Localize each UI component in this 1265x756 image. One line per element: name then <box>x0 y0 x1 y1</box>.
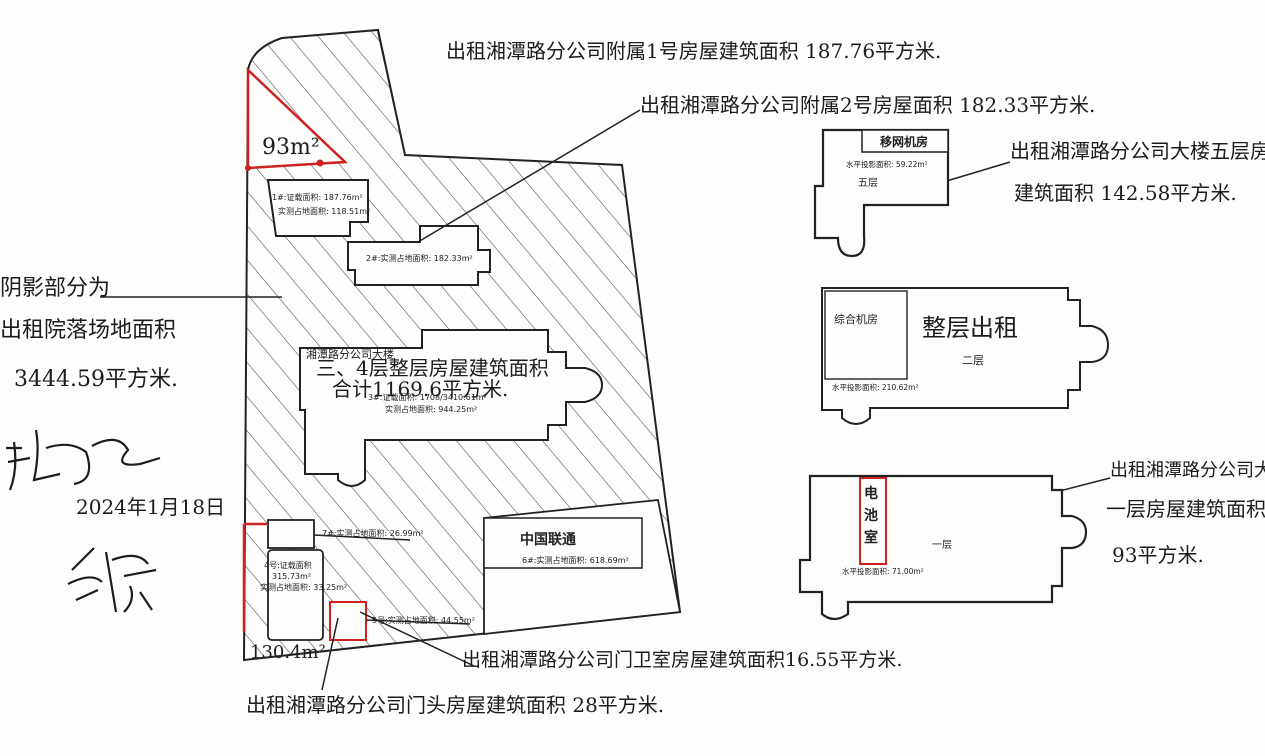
annotation-right-bottom-2: 一层房屋建筑面积 <box>1106 497 1265 521</box>
hatch-note: 阴影部分为 出租院落场地面积 3444.59平方米. <box>0 276 178 392</box>
floor-1-battery-room <box>859 477 887 565</box>
annotation-right-bottom-3: 93平方米. <box>1112 543 1204 567</box>
annotation-right-bottom-1: 出租湘潭路分公司大楼 <box>1110 460 1265 481</box>
floor-1-proj: 水平投影面积: 71.00m² <box>842 566 924 576</box>
annotation-right-top-2: 建筑面积 142.58平方米. <box>1014 181 1237 205</box>
building-4: 4号:证载面积 315.73m² 实测占地面积: 33.25m² 130.4m² <box>242 522 347 663</box>
signature-1 <box>6 429 161 491</box>
floor-5-outline <box>813 128 950 258</box>
center-annotation-3: 合计1169.6平方米. <box>332 377 508 401</box>
annotation-top1: 出租湘潭路分公司附属1号房屋建筑面积 187.76平方米. <box>446 39 941 63</box>
floor-1-room-l3: 室 <box>864 529 878 546</box>
signature-date: 2024年1月18日 <box>76 495 225 519</box>
floor-5-room-label: 移网机房 <box>880 134 928 149</box>
building-2: 2#:实测占地面积: 182.33m² <box>347 225 491 286</box>
building-4-line1: 4号:证载面积 <box>264 560 312 570</box>
floor-2-room-label: 综合机房 <box>834 312 878 326</box>
building-3-line1: 3#:证载面积: 1708/3410.61m² <box>368 392 487 402</box>
building-1-line2: 实测占地面积: 118.51m² <box>278 206 370 216</box>
floor-2-plan: 综合机房 水平投影面积: 210.62m² 二层 整层出租 <box>821 287 1110 425</box>
floor-5-label: 五层 <box>858 177 878 189</box>
signature-2 <box>67 547 157 613</box>
center-annotation-2: 三、4层整层房屋建筑面积 <box>316 356 549 380</box>
floor-1-room-l2: 池 <box>864 507 878 524</box>
building-7: 7#:实测占地面积: 26.99m² <box>267 519 424 549</box>
floor-2-note: 整层出租 <box>922 314 1018 342</box>
building-2-line1: 2#:实测占地面积: 182.33m² <box>366 253 473 263</box>
annotation-top2: 出租湘潭路分公司附属2号房屋面积 182.33平方米. <box>640 93 1095 117</box>
floor-1-room-l1: 电 <box>864 485 878 502</box>
building-4-line3: 实测占地面积: 33.25m² <box>260 582 347 592</box>
building-5-line1: 5号:实测占地面积: 44.55m² <box>372 615 475 625</box>
floor-2-label: 二层 <box>962 354 984 367</box>
floor-5-room <box>861 129 949 153</box>
floor-5-plan: 移网机房 水平投影面积: 59.22m² 五层 <box>813 128 950 258</box>
hatch-note-line3: 3444.59平方米. <box>14 367 178 392</box>
building-5: 5号:实测占地面积: 44.55m² <box>329 601 475 641</box>
building-6: 中国联通 6#:实测占地面积: 618.69m² <box>483 499 682 636</box>
floor-2-room <box>824 290 908 380</box>
building-5-outline <box>329 601 367 641</box>
building-7-line1: 7#:实测占地面积: 26.99m² <box>322 528 424 538</box>
annotation-right-top-1: 出租湘潭路分公司大楼五层房屋 <box>1010 139 1265 163</box>
hatch-note-line2: 出租院落场地面积 <box>0 318 176 343</box>
building-1: 1#:证载面积: 187.76m² 实测占地面积: 118.51m² <box>266 179 370 237</box>
building-4-outline <box>267 549 324 641</box>
area-label-bottom: 130.4m² <box>250 642 326 663</box>
building-6-name: 中国联通 <box>520 531 576 548</box>
building-3-line2: 实测占地面积: 944.25m² <box>385 404 477 414</box>
annotation-bottom2: 出租湘潭路分公司门头房屋建筑面积 28平方米. <box>246 693 664 717</box>
floor-2-proj: 水平投影面积: 210.62m² <box>832 382 918 392</box>
annotation-bottom1: 出租湘潭路分公司门卫室房屋建筑面积16.55平方米. <box>462 649 902 671</box>
building-6-line1: 6#:实测占地面积: 618.69m² <box>522 555 629 565</box>
building-1-outline <box>266 179 369 237</box>
building-3: 3#:证载面积: 1708/3410.61m² 实测占地面积: 944.25m²… <box>299 329 604 487</box>
area-label-top: 93m² <box>262 135 320 160</box>
floor-1-label: 一层 <box>932 539 952 551</box>
building-3-outline <box>299 329 604 487</box>
hatch-note-line1: 阴影部分为 <box>0 276 110 301</box>
signatures: 2024年1月18日 <box>6 429 225 613</box>
floor-1-plan: 电 池 室 水平投影面积: 71.00m² 一层 <box>798 474 1088 621</box>
building-2-outline <box>347 225 491 286</box>
building-1-line1: 1#:证载面积: 187.76m² <box>272 192 363 202</box>
center-annotation-1: 湘潭路分公司大楼 <box>306 347 394 361</box>
floor-5-proj: 水平投影面积: 59.22m² <box>846 159 928 169</box>
building-4-line2: 315.73m² <box>272 572 311 581</box>
corner-triangle <box>246 67 348 170</box>
building-7-outline <box>267 519 315 549</box>
